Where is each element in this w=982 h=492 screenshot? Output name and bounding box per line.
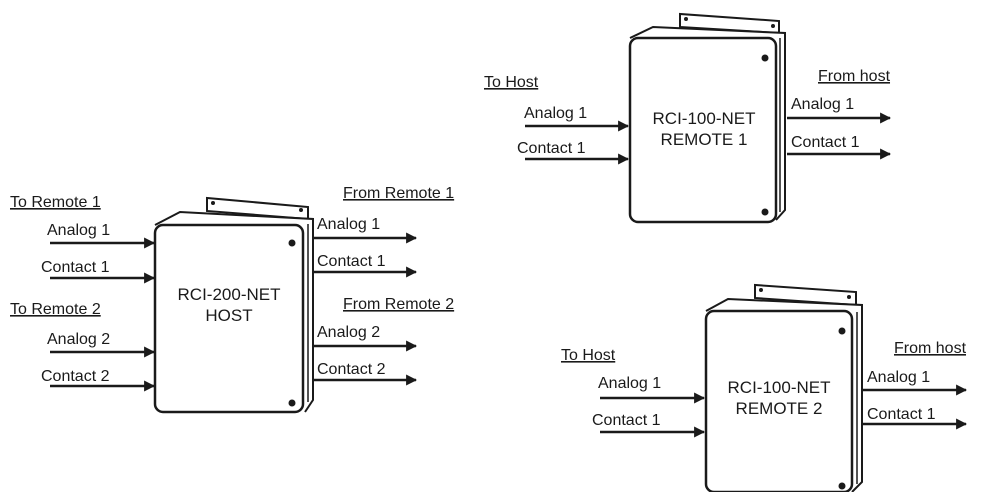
host-outputs-header-1: From Remote 1 [343,185,454,202]
host-title-line2: HOST [205,306,252,325]
host-input-analog-1-label: Analog 1 [47,222,110,239]
remote2-title-line2: REMOTE 2 [736,399,823,418]
host-box [153,223,305,414]
remote1-outputs: From host Analog 1 Contact 1 [787,68,892,160]
remote1-output-analog-label: Analog 1 [791,96,854,113]
remote1-title-line1: RCI-100-NET [653,109,756,128]
host-output-contact-1-label: Contact 1 [317,253,386,270]
remote1-input-analog-label: Analog 1 [524,105,587,122]
remote1-outputs-header: From host [818,68,891,85]
host-inputs-header-1: To Remote 1 [10,194,101,211]
screw-icon [838,482,846,490]
host-output-analog-2-label: Analog 2 [317,324,380,341]
remote2-output-analog-label: Analog 1 [867,369,930,386]
remote1-box [628,36,778,224]
screw-icon [299,208,303,212]
remote2-inputs-header: To Host [561,347,616,364]
host-output-contact-2-label: Contact 2 [317,361,386,378]
screw-icon [838,327,846,335]
screw-icon [761,208,769,216]
remote2-enclosure: RCI-100-NET REMOTE 2 [704,283,863,492]
screw-icon [759,288,763,292]
remote2-box [704,309,854,492]
remote1-title-line2: REMOTE 1 [661,130,748,149]
screw-icon [288,399,296,407]
host-input-contact-2-label: Contact 2 [41,368,110,385]
remote2-input-analog-label: Analog 1 [598,375,661,392]
remote1-output-contact-label: Contact 1 [791,134,860,151]
host-input-contact-1-label: Contact 1 [41,259,110,276]
remote1-inputs-header: To Host [484,74,539,91]
host-enclosure: RCI-200-NET HOST [153,196,314,414]
screw-icon [847,295,851,299]
screw-icon [211,201,215,205]
remote2-output-contact-label: Contact 1 [867,406,936,423]
screw-icon [288,239,296,247]
screw-icon [684,17,688,21]
screw-icon [771,24,775,28]
remote2-outputs-header: From host [894,340,967,357]
remote2-input-contact-label: Contact 1 [592,412,661,429]
remote2-title-line1: RCI-100-NET [728,378,831,397]
remote1-input-contact-label: Contact 1 [517,140,586,157]
host-title-line1: RCI-200-NET [178,285,281,304]
host-output-analog-1-label: Analog 1 [317,216,380,233]
host-outputs-header-2: From Remote 2 [343,296,454,313]
host-inputs: To Remote 1 Analog 1 Contact 1 To Remote… [10,194,156,392]
host-input-analog-2-label: Analog 2 [47,331,110,348]
remote2-outputs: From host Analog 1 Contact 1 [862,340,968,430]
remote2-inputs: To Host Analog 1 Contact 1 [561,347,706,438]
remote1-inputs: To Host Analog 1 Contact 1 [484,74,630,165]
host-inputs-header-2: To Remote 2 [10,301,101,318]
host-outputs: From Remote 1 Analog 1 Contact 1 From Re… [314,185,454,386]
screw-icon [761,54,769,62]
remote1-enclosure: RCI-100-NET REMOTE 1 [628,12,786,224]
